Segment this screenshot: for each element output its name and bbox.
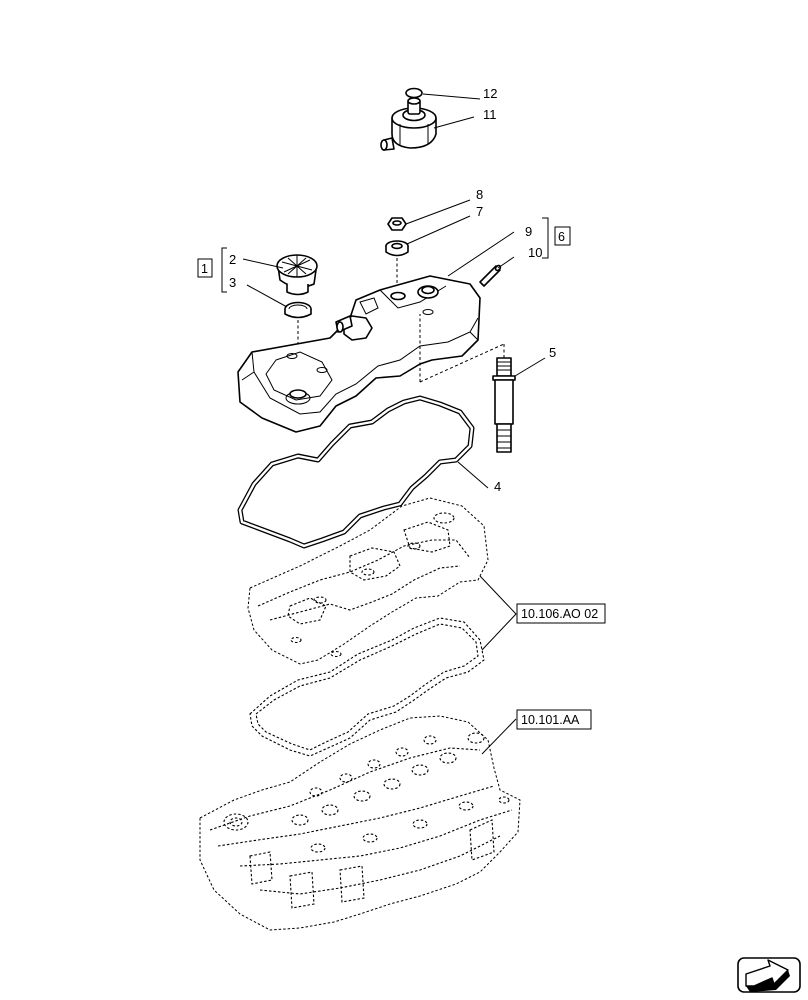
callout-11[interactable]: 11 [483, 107, 497, 122]
rocker-housing-reference [247, 497, 489, 665]
stud-5[interactable] [492, 357, 516, 453]
callout-6[interactable]: 6 [558, 230, 565, 244]
callout-2[interactable]: 2 [229, 252, 236, 267]
nut-8[interactable] [387, 217, 407, 231]
callout-12[interactable]: 12 [483, 86, 497, 101]
seal-7[interactable] [385, 240, 409, 257]
cylinder-head-reference [199, 715, 521, 931]
callout-7[interactable]: 7 [476, 204, 483, 219]
filler-cap-2[interactable] [276, 254, 318, 296]
ref-10-101-aa[interactable]: 10.101.AA [521, 713, 580, 727]
callout-4[interactable]: 4 [494, 479, 501, 494]
arrow-next-icon[interactable] [737, 957, 801, 993]
o-ring-12[interactable] [405, 87, 423, 99]
callout-8[interactable]: 8 [476, 187, 483, 202]
valve-cover[interactable] [237, 275, 481, 433]
callout-1[interactable]: 1 [201, 262, 208, 276]
gasket-4[interactable] [237, 395, 475, 549]
cap-seal-3[interactable] [284, 301, 312, 319]
lower-gasket-reference [249, 617, 485, 757]
callout-9[interactable]: 9 [525, 224, 532, 239]
ref-10-106-ao-02[interactable]: 10.106.AO 02 [521, 607, 598, 621]
callout-10[interactable]: 10 [528, 245, 542, 260]
callout-5[interactable]: 5 [549, 345, 556, 360]
breather-valve-11[interactable] [380, 97, 437, 151]
callout-3[interactable]: 3 [229, 275, 236, 290]
